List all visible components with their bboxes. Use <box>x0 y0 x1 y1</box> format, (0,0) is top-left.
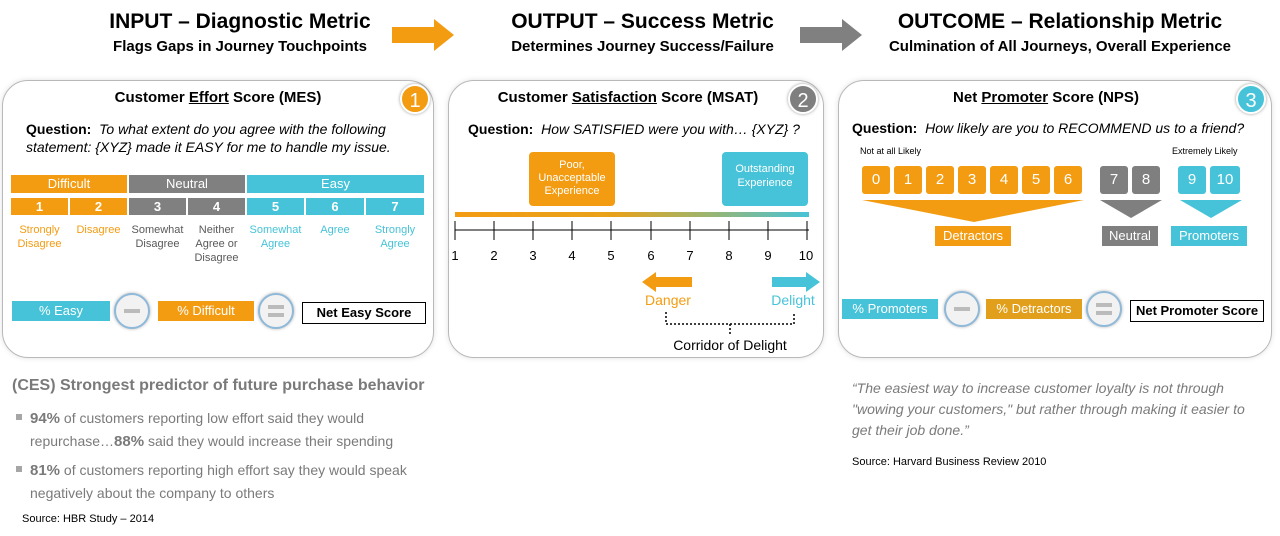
mes-badge: 1 <box>400 84 430 114</box>
outcome-title: OUTCOME – Relationship Metric <box>897 10 1223 33</box>
mes-label-5: Somewhat Agree <box>249 224 302 250</box>
msat-panel <box>448 80 824 358</box>
nps-num-10: 10 <box>1210 166 1240 194</box>
nps-num-1: 1 <box>894 166 922 194</box>
msat-corridor-label: Corridor of Delight <box>673 337 787 353</box>
mes-label-4: Neither Agree or Disagree <box>194 224 239 264</box>
msat-question: Question: How SATISFIED were you with… {… <box>468 121 800 137</box>
nps-num-3: 3 <box>958 166 986 194</box>
mes-net-easy-score: Net Easy Score <box>302 302 426 324</box>
msat-scale <box>454 212 809 240</box>
input-subtitle: Flags Gaps in Journey Touchpoints <box>113 38 367 55</box>
mes-num-5: 5 <box>247 198 304 215</box>
outcome-subtitle: Culmination of All Journeys, Overall Exp… <box>888 38 1232 55</box>
msat-poor-callout: Poor, Unacceptable Experience <box>529 152 615 206</box>
nps-question: Question: How likely are you to RECOMMEN… <box>852 120 1245 136</box>
msat-delight-label: Delight <box>771 292 815 308</box>
msat-badge: 2 <box>788 84 818 114</box>
msat-tick-1: 1 <box>451 248 459 263</box>
arrow-left-icon-danger <box>642 272 692 292</box>
mes-num-2: 2 <box>70 198 127 215</box>
nps-pct-detractors: % Detractors <box>986 299 1082 319</box>
nps-neutral-label: Neutral <box>1102 226 1158 246</box>
equals-icon <box>1086 291 1122 327</box>
msat-danger-label: Danger <box>645 292 691 308</box>
mes-label-6: Agree <box>320 224 350 236</box>
mes-label-3: Somewhat Disagree <box>131 224 184 250</box>
input-title: INPUT – Diagnostic Metric <box>109 10 371 33</box>
mes-group-neutral: Neutral <box>129 175 245 193</box>
ces-heading: (CES) Strongest predictor of future purc… <box>12 377 425 394</box>
nps-net-promoter-score: Net Promoter Score <box>1130 300 1264 322</box>
mes-num-7: 7 <box>366 198 424 215</box>
nps-extremely-likely-label: Extremely Likely <box>1172 146 1238 156</box>
equals-icon <box>258 293 294 329</box>
msat-outstanding-callout: Outstanding Experience <box>722 152 808 206</box>
arrow-right-icon-delight <box>772 272 820 292</box>
hbr-source: Source: Harvard Business Review 2010 <box>852 456 1047 468</box>
nps-num-5: 5 <box>1022 166 1050 194</box>
msat-tick-3: 3 <box>529 248 537 263</box>
nps-funnels <box>862 200 1242 222</box>
nps-num-9: 9 <box>1178 166 1206 194</box>
mes-pct-easy: % Easy <box>12 301 110 321</box>
nps-num-4: 4 <box>990 166 1018 194</box>
nps-num-8: 8 <box>1132 166 1160 194</box>
nps-title: Net Promoter Score (NPS) <box>953 89 1139 106</box>
minus-icon <box>114 293 150 329</box>
mes-title: Customer Effort Score (MES) <box>114 89 322 106</box>
msat-poor-label: Poor, Unacceptable Experience <box>538 159 606 197</box>
nps-num-2: 2 <box>926 166 954 194</box>
nps-promoters-label: Promoters <box>1171 226 1247 246</box>
msat-tick-5: 5 <box>607 248 615 263</box>
mes-label-1: Strongly Disagree <box>17 224 62 250</box>
ces-source: Source: HBR Study – 2014 <box>22 513 155 525</box>
nps-pct-promoters: % Promoters <box>842 299 938 319</box>
mes-num-1: 1 <box>11 198 68 215</box>
mes-num-6: 6 <box>306 198 364 215</box>
mes-pct-difficult: % Difficult <box>158 301 254 321</box>
msat-tick-2: 2 <box>490 248 498 263</box>
msat-tick-10: 10 <box>798 248 814 263</box>
msat-title: Customer Satisfaction Score (MSAT) <box>497 89 759 106</box>
msat-tick-7: 7 <box>686 248 694 263</box>
msat-tick-6: 6 <box>647 248 655 263</box>
nps-num-0: 0 <box>862 166 890 194</box>
msat-tick-9: 9 <box>764 248 772 263</box>
corridor-bracket <box>665 312 795 336</box>
hbr-quote: “The easiest way to increase customer lo… <box>852 380 1245 438</box>
minus-icon <box>944 291 980 327</box>
msat-outstanding-label: Outstanding Experience <box>735 163 795 189</box>
arrow-right-icon-gray <box>800 19 862 51</box>
nps-num-6: 6 <box>1054 166 1082 194</box>
mes-num-4: 4 <box>188 198 245 215</box>
mes-group-easy: Easy <box>247 175 424 193</box>
mes-label-7: Strongly Agree <box>374 224 416 250</box>
nps-detractors-label: Detractors <box>935 226 1011 246</box>
ces-bullet-2: 81% of customers reporting high effort s… <box>16 459 440 504</box>
output-title: OUTPUT – Success Metric <box>511 10 774 33</box>
mes-question: Question: To what extent do you agree wi… <box>26 121 391 155</box>
nps-num-7: 7 <box>1100 166 1128 194</box>
mes-label-2: Disagree <box>76 224 121 236</box>
mes-num-3: 3 <box>129 198 186 215</box>
msat-tick-4: 4 <box>568 248 576 263</box>
mes-group-difficult: Difficult <box>11 175 127 193</box>
msat-tick-8: 8 <box>725 248 733 263</box>
output-subtitle: Determines Journey Success/Failure <box>511 38 774 55</box>
nps-badge: 3 <box>1236 84 1266 114</box>
ces-bullet-1: 94% of customers reporting low effort sa… <box>16 407 440 453</box>
arrow-right-icon-orange <box>392 19 454 51</box>
nps-not-likely-label: Not at all Likely <box>860 146 922 156</box>
